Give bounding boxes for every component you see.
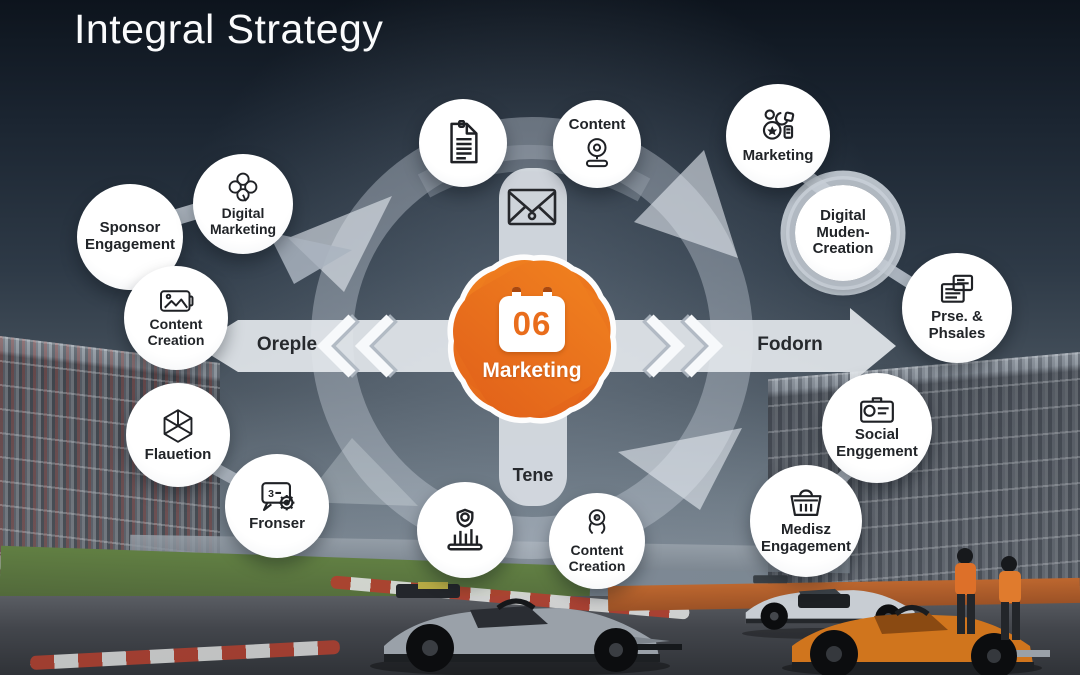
node-fronser: 3 Fronser: [225, 454, 329, 558]
page-title: Integral Strategy: [74, 6, 384, 52]
ring-arrow-top-right: [634, 150, 738, 258]
node-label: Digital Marketing: [209, 205, 277, 237]
document-icon: [450, 120, 478, 164]
track-marshals: [955, 548, 1021, 640]
node-label: Content Creation: [147, 316, 205, 348]
ring-arrowheads: [288, 150, 742, 510]
node-prse-phsales: Prse. & Phsales: [902, 253, 1012, 363]
chevron-right-icon: [646, 314, 686, 378]
webcam-icon: [585, 138, 609, 168]
node-content-creation-bottom: 6 Content Creation: [549, 493, 645, 589]
webcam-icon: 6: [588, 509, 606, 535]
ring-arrow-bottom-left: [302, 438, 418, 506]
calendar-icon: 06: [499, 286, 565, 352]
chevron-left-icon: [354, 314, 394, 378]
node-medisz-engagement: Medisz Engagement: [750, 465, 862, 577]
basket-icon: [790, 489, 822, 517]
node-digital-marketing: Digital Marketing: [193, 154, 293, 254]
podium-icon: [447, 508, 483, 551]
node-label: Sponsor Engagement: [84, 219, 175, 253]
node-label: Fronser: [249, 514, 305, 532]
muden-halo-ring: [780, 170, 906, 296]
flow-label-bottom: Tene: [512, 465, 554, 485]
flow-label-left: Oreple: [256, 334, 318, 355]
ring-arrow-top-left: [288, 196, 392, 292]
f1-car-silver: [370, 582, 682, 675]
center-badge-label: Marketing: [482, 358, 582, 382]
node-social-enggement: Social Enggement: [822, 373, 932, 483]
clover-icon: [228, 172, 258, 202]
node-label: Content: [568, 115, 626, 133]
svg-text:3: 3: [268, 488, 274, 500]
chevron-left-icon: [316, 314, 356, 378]
node-podium: [417, 482, 513, 578]
node-label: Flauetion: [144, 445, 212, 463]
documents-icon: [940, 274, 974, 303]
badge-icon: [860, 397, 894, 423]
center-badge-content: 06 Marketing: [457, 263, 607, 415]
envelope-icon: [507, 188, 557, 226]
chat-gear-icon: 3: [261, 481, 295, 511]
center-badge: 06 Marketing: [428, 235, 636, 443]
node-label: Digital Muden- Creation: [812, 206, 874, 258]
node-label: Social Enggement: [836, 426, 918, 460]
node-digital-muden-creation: Digital Muden- Creation: [795, 185, 891, 281]
step-number: 06: [512, 304, 552, 342]
node-label: Content Creation: [568, 542, 626, 574]
node-label: Prse. & Phsales: [928, 308, 986, 342]
node-label: Marketing: [742, 146, 814, 164]
calendar-peg: [512, 286, 521, 301]
svg-text:6: 6: [595, 516, 599, 523]
chevron-right-icon: [684, 314, 724, 378]
node-marketing-right: Marketing: [726, 84, 830, 188]
node-content-creation-left: Content Creation: [124, 266, 228, 370]
node-flauetion: Flauetion: [126, 383, 230, 487]
node-content-top: Content: [553, 100, 641, 188]
node-label: Medisz Engagement: [760, 521, 851, 555]
ring-arrow-bottom-right: [618, 428, 742, 510]
calendar-peg: [543, 286, 552, 301]
cube-icon: [163, 408, 193, 443]
arrow-to-ring: [268, 232, 352, 284]
flow-label-right: Fodorn: [757, 334, 823, 355]
node-document: [419, 99, 507, 187]
image-card-icon: [160, 290, 194, 313]
coins-icon: [762, 108, 795, 140]
